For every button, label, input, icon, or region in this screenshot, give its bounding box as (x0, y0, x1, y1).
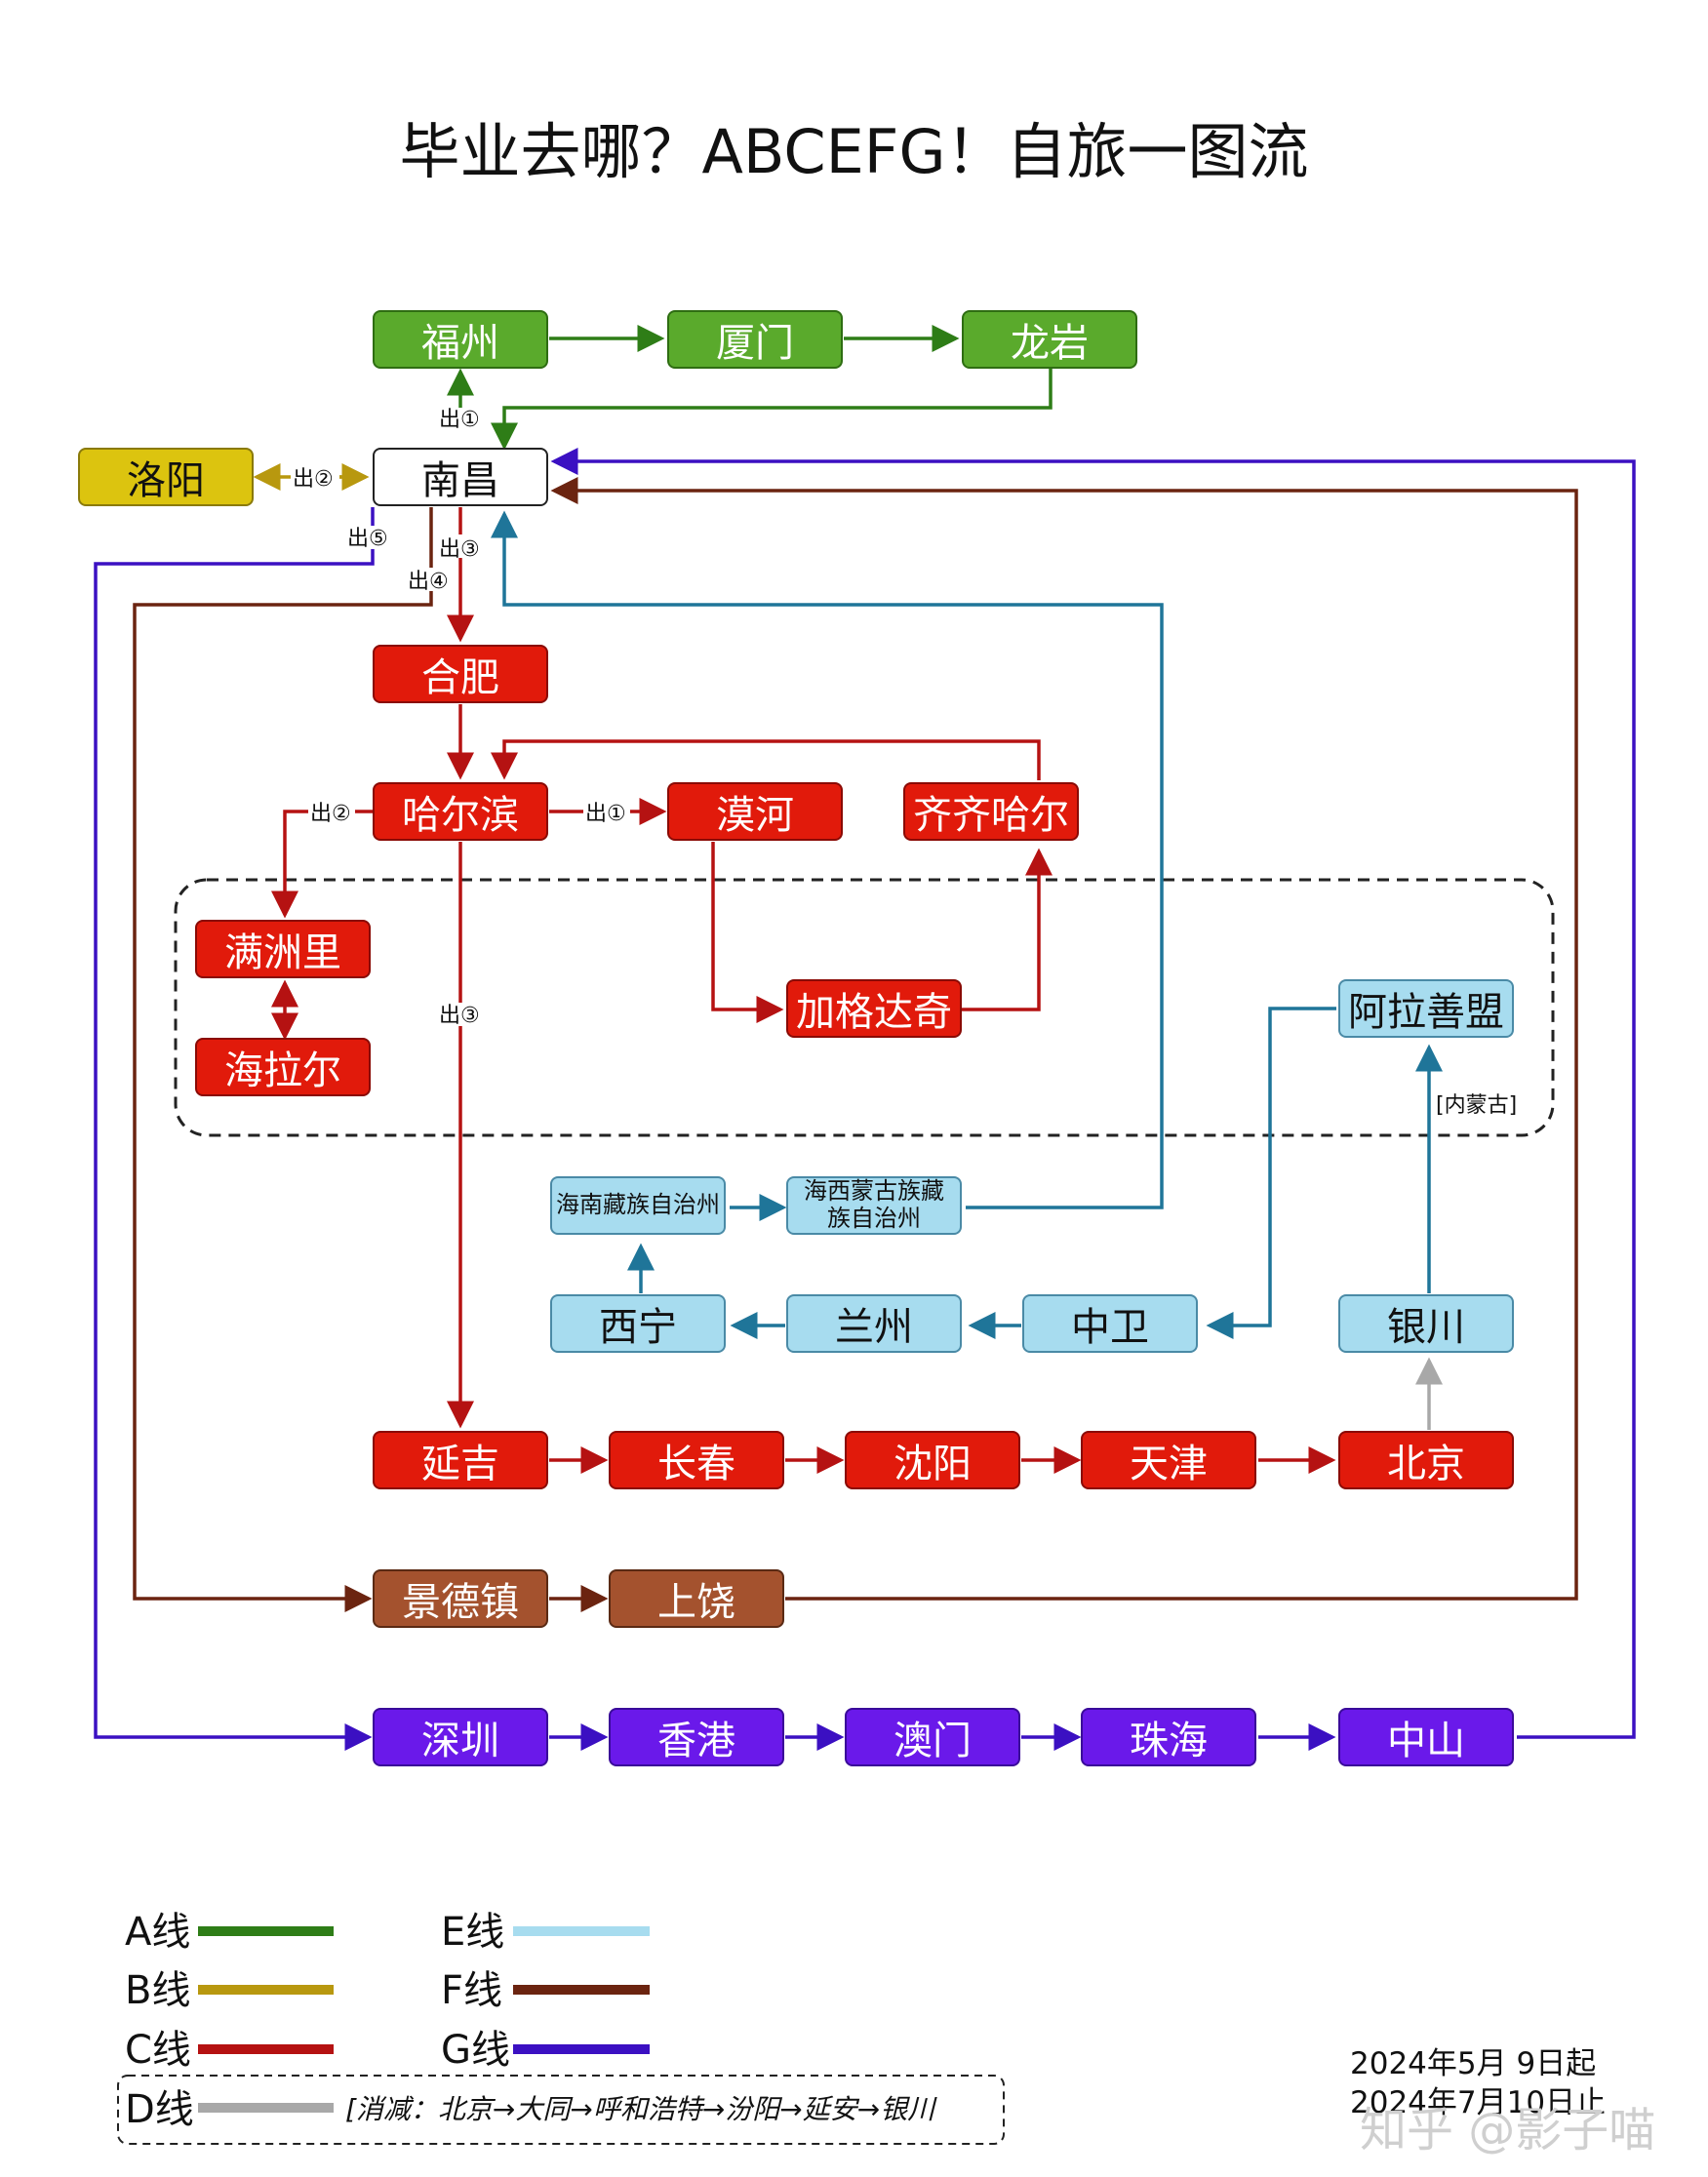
page-title: 毕业去哪？ABCEFG！自旅一图流 (399, 116, 1309, 187)
legend-a-label: A线 (125, 1910, 190, 1955)
station-fuzhou: 福州 (373, 310, 548, 369)
station-haixi: 海西蒙古族藏族自治州 (786, 1176, 962, 1235)
legend-d-note-box (117, 2075, 1005, 2145)
station-xiamen: 厦门 (667, 310, 843, 369)
station-beijing: 北京 (1338, 1431, 1514, 1489)
station-shenyang: 沈阳 (845, 1431, 1020, 1489)
station-shangrao: 上饶 (609, 1569, 784, 1628)
station-jingdezhen: 景德镇 (373, 1569, 548, 1628)
station-alashan: 阿拉善盟 (1338, 979, 1514, 1038)
station-zhuhai: 珠海 (1081, 1708, 1256, 1766)
line-a (447, 325, 1053, 451)
exit2-label: 出② (293, 467, 334, 492)
station-shenzhen: 深圳 (373, 1708, 548, 1766)
station-luoyang: 洛阳 (78, 448, 254, 506)
station-hefei: 合肥 (373, 645, 548, 703)
date-end: 2024年7月10日止 (1350, 2085, 1606, 2120)
exit2-harbin-label: 出② (310, 802, 351, 826)
exit3-harbin-label: 出③ (439, 1004, 480, 1028)
exit4-label: 出④ (408, 570, 449, 594)
station-aomen: 澳门 (845, 1708, 1020, 1766)
legend-c-label: C线 (125, 2028, 191, 2073)
station-xining: 西宁 (550, 1294, 726, 1353)
station-manzhouli: 满洲里 (195, 920, 371, 978)
exit1-label: 出① (439, 408, 480, 432)
station-nanchang: 南昌 (373, 448, 548, 506)
station-tianjin: 天津 (1081, 1431, 1256, 1489)
region-label: [内蒙古] (1436, 1093, 1517, 1118)
legend: A线 B线 C线 D线 E线 F线 G线 [消减：北京→大同→呼和浩特→汾阳→延… (117, 1910, 1005, 2145)
station-xianggang: 香港 (609, 1708, 784, 1766)
station-jiagedaqi: 加格达奇 (786, 979, 962, 1038)
station-longyan: 龙岩 (962, 310, 1137, 369)
legend-b-label: B线 (125, 1968, 190, 2013)
legend-d-label: D线 (125, 2087, 194, 2132)
exit5-label: 出⑤ (347, 527, 388, 551)
station-hainan: 海南藏族自治州 (550, 1176, 726, 1235)
station-yanji: 延吉 (373, 1431, 548, 1489)
station-lanzhou: 兰州 (786, 1294, 962, 1353)
station-changchun: 长春 (609, 1431, 784, 1489)
legend-f-label: F线 (441, 1968, 502, 2013)
line-e (491, 510, 1443, 1339)
legend-g-label: G线 (441, 2028, 510, 2073)
station-yinchuan: 银川 (1338, 1294, 1514, 1353)
station-mohe: 漠河 (667, 782, 843, 841)
legend-d-note: [消减：北京→大同→呼和浩特→汾阳→延安→银川 (345, 2093, 937, 2125)
line-g (94, 448, 1636, 1751)
station-haerbin: 哈尔滨 (373, 782, 548, 841)
station-qiqihaer: 齐齐哈尔 (903, 782, 1079, 841)
exit3-label: 出③ (439, 537, 480, 562)
line-c (271, 507, 1336, 1474)
inner-mongolia-region (174, 878, 1555, 1137)
watermark: 知乎 @影子喵 (1360, 2103, 1655, 2157)
station-zhongwei: 中卫 (1022, 1294, 1198, 1353)
legend-e-label: E线 (441, 1910, 504, 1955)
exit1-harbin-label: 出① (585, 802, 626, 826)
station-zhongshan: 中山 (1338, 1708, 1514, 1766)
station-hailaer: 海拉尔 (195, 1038, 371, 1096)
date-start: 2024年5月 9日起 (1350, 2046, 1596, 2081)
